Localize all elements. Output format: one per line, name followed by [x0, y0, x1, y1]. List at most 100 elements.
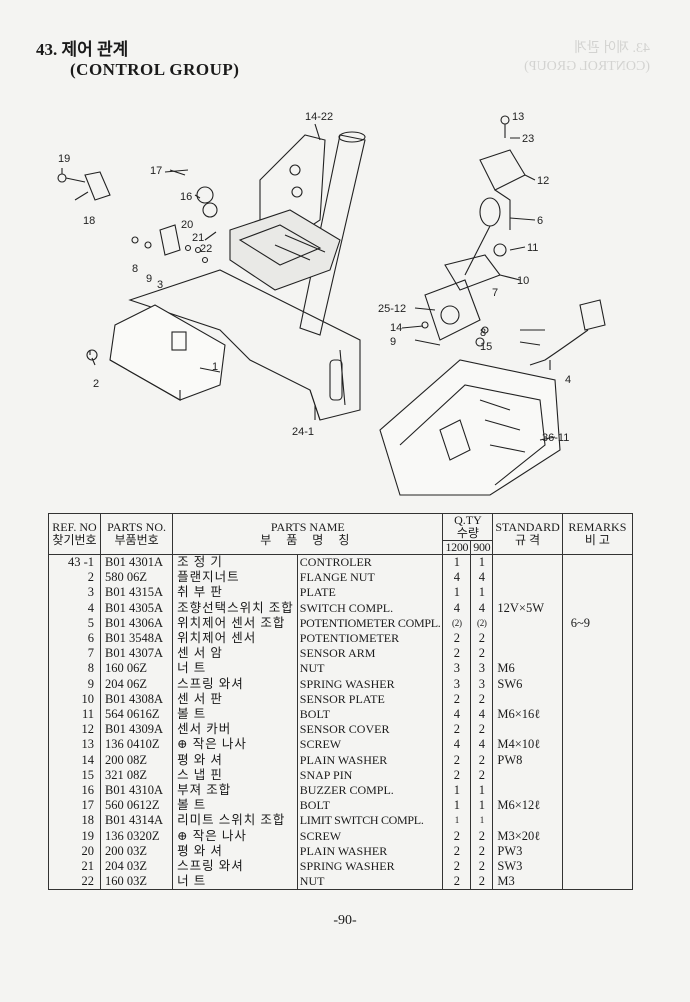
cell-rem: [561, 707, 634, 723]
section-korean-title: 제어 관계: [61, 40, 129, 59]
cell-q1: 2: [442, 767, 472, 784]
cell-rem: [561, 676, 634, 692]
cell-q2: 2: [470, 752, 494, 768]
page-number: -90-: [333, 913, 357, 928]
cell-q2: 2: [470, 843, 494, 860]
cell-std: [492, 813, 563, 829]
callout-label: 22: [200, 243, 212, 255]
cell-ref: 21: [48, 859, 101, 875]
pno-header: PARTS NO.부품번호: [99, 513, 174, 555]
cell-kn: 플랜지너트: [172, 570, 298, 586]
cell-q1: 2: [442, 843, 472, 860]
cell-kn: 평 와 셔: [172, 752, 298, 768]
cell-rem: [561, 570, 634, 586]
cell-q2: 2: [470, 631, 494, 647]
cell-std: [492, 631, 563, 647]
cell-ref: 18: [48, 813, 101, 829]
cell-ref: 16: [48, 783, 101, 799]
callout-label: 8: [132, 263, 138, 275]
cell-rem: [561, 691, 634, 708]
cell-q1: 4: [442, 707, 472, 723]
cell-q1: (2): [442, 615, 472, 632]
cell-ref: 19: [48, 828, 101, 844]
cell-en: LIMIT SWITCH COMPL.: [296, 813, 444, 829]
cell-en: SENSOR COVER: [296, 722, 444, 738]
cell-pno: B01 4315A: [99, 585, 174, 601]
cell-kn: 리미트 스위치 조합: [172, 813, 298, 829]
cell-rem: [561, 828, 634, 844]
cell-en: POTENTIOMETER: [296, 631, 444, 647]
cell-en: FLANGE NUT: [296, 570, 444, 586]
cell-kn: 센서 카버: [172, 722, 298, 738]
callout-label: 9: [390, 336, 396, 348]
cell-std: M4×10ℓ: [492, 737, 563, 753]
callout-label: 14-22: [305, 111, 333, 123]
callout-label: 20: [181, 219, 193, 231]
cell-q2: 2: [470, 691, 494, 708]
cell-q2: (2): [470, 615, 494, 632]
cell-q2: 4: [470, 707, 494, 723]
cell-rem: [561, 646, 634, 662]
callout-label: 13: [512, 111, 524, 123]
cell-q2: 3: [470, 661, 494, 677]
callout-label: 3: [157, 279, 163, 291]
cell-rem: [561, 874, 634, 891]
cell-en: SWITCH COMPL.: [296, 600, 444, 616]
cell-rem: [561, 813, 634, 829]
qty-b-header: 900: [470, 540, 494, 555]
cell-q1: 4: [442, 737, 472, 753]
callout-label: 36-11: [542, 432, 569, 444]
cell-std: [492, 783, 563, 799]
cell-ref: 8: [48, 661, 101, 677]
cell-ref: 3: [48, 585, 101, 601]
cell-q1: 2: [442, 631, 472, 647]
section-number: 43.: [36, 40, 58, 59]
cell-kn: 위치제어 센서 조합: [172, 615, 298, 632]
cell-std: PW8: [492, 752, 563, 768]
cell-q2: 4: [470, 600, 494, 616]
cell-pno: 204 06Z: [99, 676, 174, 692]
diagram-artwork: [57, 115, 606, 496]
cell-ref: 7: [48, 646, 101, 662]
cell-ref: 4: [48, 600, 101, 616]
cell-kn: 스프링 와셔: [172, 676, 298, 692]
cell-pno: 564 0616Z: [99, 707, 174, 723]
cell-pno: 136 0320Z: [99, 828, 174, 844]
cell-q1: 1: [442, 798, 472, 814]
cell-pno: 160 06Z: [99, 661, 174, 677]
callout-label: 18: [83, 215, 95, 227]
cell-en: BOLT: [296, 707, 444, 723]
cell-en: SENSOR PLATE: [296, 691, 444, 708]
cell-q2: 2: [470, 828, 494, 844]
section-english-title: (CONTROL GROUP): [70, 60, 240, 79]
cell-en: CONTROLER: [296, 554, 444, 571]
cell-ref: 2: [48, 570, 101, 586]
cell-pno: B01 4308A: [99, 691, 174, 708]
cell-kn: 조 정 기: [172, 554, 298, 571]
cell-q1: 1: [442, 554, 472, 571]
cell-ref: 13: [48, 737, 101, 753]
cell-en: NUT: [296, 874, 444, 891]
cell-std: [492, 646, 563, 662]
cell-rem: [561, 783, 634, 799]
cell-std: [492, 554, 563, 571]
cell-kn: 볼 트: [172, 707, 298, 723]
callout-label: 23: [522, 133, 534, 145]
cell-q1: 2: [442, 691, 472, 708]
cell-rem: [561, 737, 634, 753]
